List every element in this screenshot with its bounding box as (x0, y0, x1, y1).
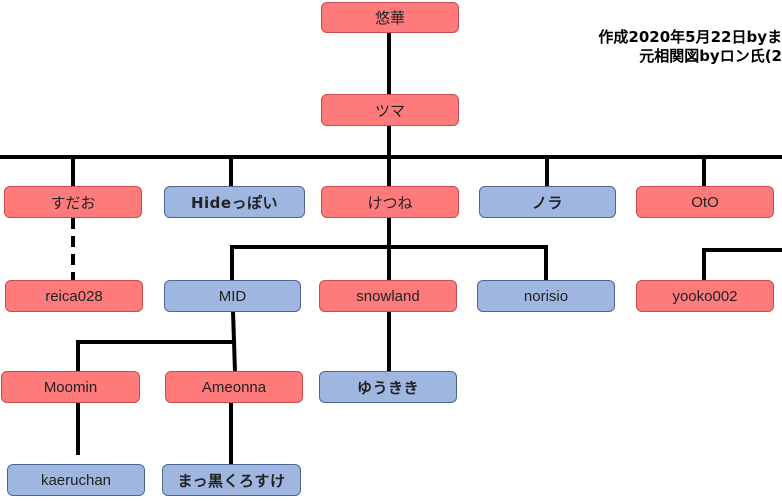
node-snowland[interactable]: snowland (319, 280, 457, 312)
line-gen4-bus (76, 340, 233, 372)
line-mid-down (231, 310, 237, 373)
node-ameonna[interactable]: Ameonna (165, 371, 303, 403)
node-yooko[interactable]: yooko002 (636, 280, 774, 312)
node-makkuro[interactable]: まっ黒くろすけ (162, 464, 301, 496)
line-gen3-bus (230, 245, 548, 281)
node-nora[interactable]: ノラ (479, 186, 616, 218)
node-yuukiki[interactable]: ゆうきき (319, 371, 457, 403)
line-yooko-bus (702, 248, 782, 281)
node-kaeruchan[interactable]: kaeruchan (7, 464, 145, 496)
node-sudao[interactable]: すだお (4, 186, 142, 218)
node-tsuma[interactable]: ツマ (321, 94, 459, 126)
node-oto[interactable]: OtO (636, 186, 774, 218)
node-hide[interactable]: Hideっぽい (164, 186, 305, 218)
credit-line-1: 作成2020年5月22日byま (598, 28, 782, 46)
node-ketsune[interactable]: けつね (321, 186, 459, 218)
node-moomin[interactable]: Moomin (1, 371, 140, 403)
node-reica[interactable]: reica028 (5, 280, 143, 312)
node-yuka[interactable]: 悠華 (321, 2, 459, 33)
credit-text: 作成2020年5月22日byま 元相関図byロン氏(2 (598, 28, 782, 66)
node-norisio[interactable]: norisio (477, 280, 615, 312)
node-mid[interactable]: MID (164, 280, 301, 312)
credit-line-2: 元相関図byロン氏(2 (639, 47, 782, 65)
